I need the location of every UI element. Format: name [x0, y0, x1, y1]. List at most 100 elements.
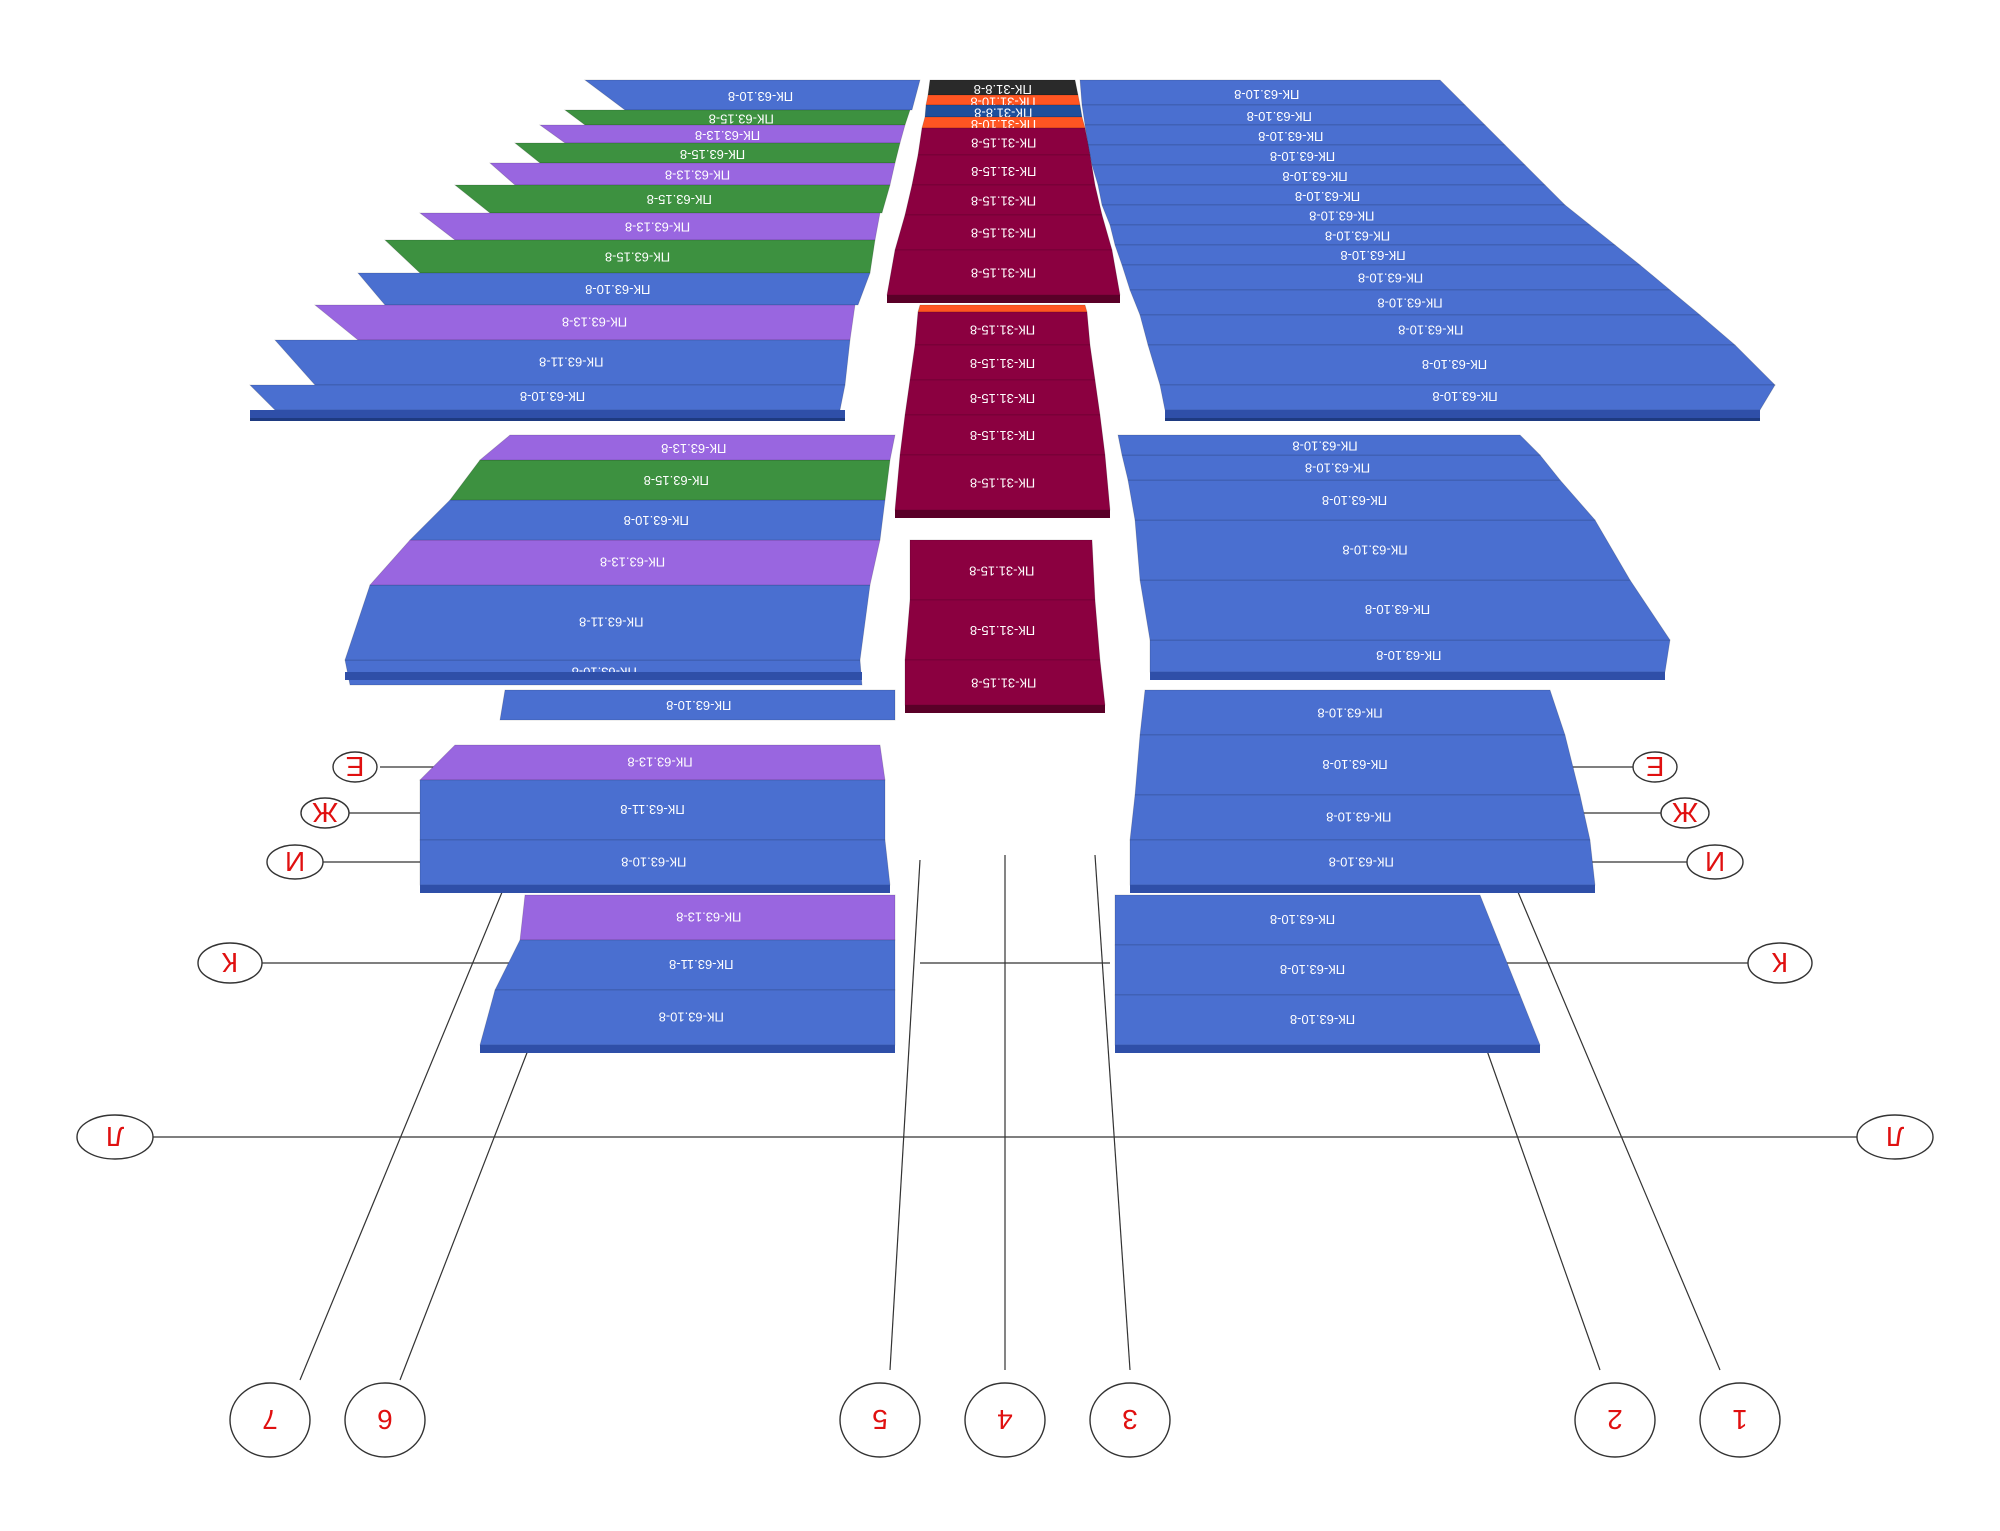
slab-edge: [887, 295, 1120, 303]
center-strip-crimson: ПК-31.15-8: [917, 127, 1091, 156]
slab-label: ПК-31.15-8: [970, 623, 1035, 638]
right-slab-level-4: ПК-63.10-8: [1114, 994, 1541, 1046]
axis-label: 4: [997, 1404, 1013, 1435]
axis-marker-i-left: И: [266, 844, 324, 880]
right-slab-level-3: ПК-63.10-8: [1139, 689, 1566, 736]
slab-label: ПК-63.10-8: [659, 1009, 724, 1024]
slab-label: ПК-63.10-8: [1317, 705, 1382, 720]
right-slab-level-1: ПК-63.10-8: [1101, 204, 1592, 226]
axis-circle: [332, 751, 378, 783]
slab-label: ПК-63.10-8: [1322, 757, 1387, 772]
axis-marker-zh-right: Ж: [1660, 797, 1710, 829]
slab-panel: [917, 304, 1088, 313]
slab-edge: [250, 418, 845, 421]
floor-slabs: ПК-63.10-8ПК-63.15-8ПК-63.13-8ПК-63.15-8…: [249, 79, 1776, 1053]
right-slab-level-4: ПК-63.10-8: [1114, 944, 1521, 996]
right-slab-level-1: ПК-63.10-8: [1129, 289, 1702, 316]
slab-label: ПК-31.15-8: [970, 356, 1035, 371]
left-slab-level-2: ПК-63.10-8: [409, 499, 886, 541]
axis-marker-number-3: 3: [1089, 1382, 1171, 1458]
slab-edge: [250, 410, 845, 418]
slab-label: ПК-63.10-8: [1376, 648, 1441, 663]
axis-leader-line: [889, 859, 921, 1371]
slab-edge: [1150, 672, 1665, 680]
slab-label: ПК-63.10-8: [1282, 169, 1347, 184]
right-slab-level-1: ПК-63.10-8: [1097, 184, 1566, 206]
axis-circle: [1660, 797, 1710, 829]
slab-label: ПК-63.10-8: [1432, 389, 1497, 404]
slab-edge: [480, 1045, 895, 1053]
right-slab-level-2: ПК-63.10-8: [1134, 519, 1631, 581]
slab-label: ПК-31.15-8: [970, 475, 1035, 490]
axis-marker-l-right: Л: [1856, 1114, 1934, 1160]
slab-label: ПК-63.13-8: [627, 755, 692, 770]
slab-label: ПК-63.10-8: [1270, 912, 1335, 927]
left-slab-level-2: ПК-63.15-8: [449, 459, 891, 501]
right-slab-level-2: ПК-63.10-8: [1149, 639, 1671, 673]
slab-label: ПК-63.13-8: [676, 910, 741, 925]
slab-label: ПК-63.10-8: [1280, 962, 1345, 977]
center-strip-crimson: ПК-31.15-8: [904, 659, 1106, 706]
right-slab-level-2: ПК-63.10-8: [1127, 479, 1596, 521]
slab-label: ПК-31.15-8: [971, 194, 1036, 209]
slab-label: ПК-63.10-8: [1358, 271, 1423, 286]
axis-label: 5: [872, 1404, 888, 1435]
axis-leader-line: [1514, 884, 1721, 1371]
right-slab-level-1: ПК-63.10-8: [1084, 124, 1506, 146]
slab-label: ПК-63.10-8: [1322, 493, 1387, 508]
slab-edge: [1130, 885, 1595, 893]
left-slab-level-2: ПК-63.13-8: [369, 539, 881, 586]
axis-label: Е: [346, 751, 365, 782]
axis-label: Ж: [312, 797, 338, 828]
slab-label: ПК-63.15-8: [709, 112, 774, 127]
axis-marker-k-right: К: [1747, 942, 1813, 984]
axis-marker-e-right: Е: [1632, 751, 1678, 783]
axis-circle: [1856, 1114, 1934, 1160]
slab-edge: [1115, 1045, 1540, 1053]
axis-marker-l-left: Л: [76, 1114, 154, 1160]
right-slab-level-3: ПК-63.10-8: [1129, 839, 1596, 886]
slab-label: ПК-63.15-8: [605, 249, 670, 264]
left-slab-level-3: ПК-63.11-8: [419, 779, 886, 841]
slab-label: ПК-63.10-8: [1342, 542, 1407, 557]
slab-label: ПК-31.15-8: [969, 564, 1034, 579]
slab-label: ПК-63.10-8: [1247, 109, 1312, 124]
axis-circle: [1699, 1382, 1781, 1458]
slab-label: ПК-63.10-8: [1326, 810, 1391, 825]
slab-panel: [1117, 434, 1541, 456]
axis-label: Ж: [1672, 797, 1698, 828]
axis-label: И: [1705, 846, 1725, 877]
slab-label: ПК-63.13-8: [661, 441, 726, 456]
right-slab-level-3: ПК-63.10-8: [1129, 794, 1591, 841]
axis-label: Е: [1646, 751, 1665, 782]
axis-marker-e-left: Е: [332, 751, 378, 783]
slab-label: ПК-31.8-8: [974, 106, 1032, 121]
axis-circle: [839, 1382, 921, 1458]
axis-circle: [1686, 844, 1744, 880]
axis-marker-i-right: И: [1686, 844, 1744, 880]
axis-label: И: [285, 846, 305, 877]
slab-label: ПК-31.15-8: [971, 226, 1036, 241]
slab-edge: [345, 672, 862, 680]
axis-marker-number-6: 6: [344, 1382, 426, 1458]
slab-label: ПК-63.15-8: [647, 192, 712, 207]
axis-lines: [145, 766, 1880, 1381]
center-strip-crimson: ПК-31.15-8: [911, 154, 1096, 186]
right-slab-level-1: ПК-63.10-8: [1081, 104, 1486, 126]
slab-edge: [1165, 418, 1760, 421]
center-strip-crimson: ПК-31.15-8: [894, 454, 1111, 511]
axis-marker-number-4: 4: [964, 1382, 1046, 1458]
center-strip-crimson: ПК-31.15-8: [899, 414, 1106, 456]
left-slab-level-2: ПК-63.13-8: [478, 434, 896, 461]
left-slab-level-1: ПК-63.13-8: [538, 124, 906, 144]
slab-label: ПК-63.13-8: [695, 128, 760, 143]
axis-circle: [229, 1382, 311, 1458]
slab-label: ПК-63.11-8: [620, 802, 684, 817]
slab-label: ПК-63.10-8: [1340, 248, 1405, 263]
slab-label: ПК-63.10-8: [1329, 854, 1394, 869]
slab-label: ПК-63.10-8: [1377, 295, 1442, 310]
left-slab-level-3: ПК-63.13-8: [419, 744, 886, 781]
slab-label: ПК-63.13-8: [625, 220, 690, 235]
axis-leader-line: [1484, 1044, 1601, 1371]
slab-label: ПК-63.10-8: [621, 854, 686, 869]
